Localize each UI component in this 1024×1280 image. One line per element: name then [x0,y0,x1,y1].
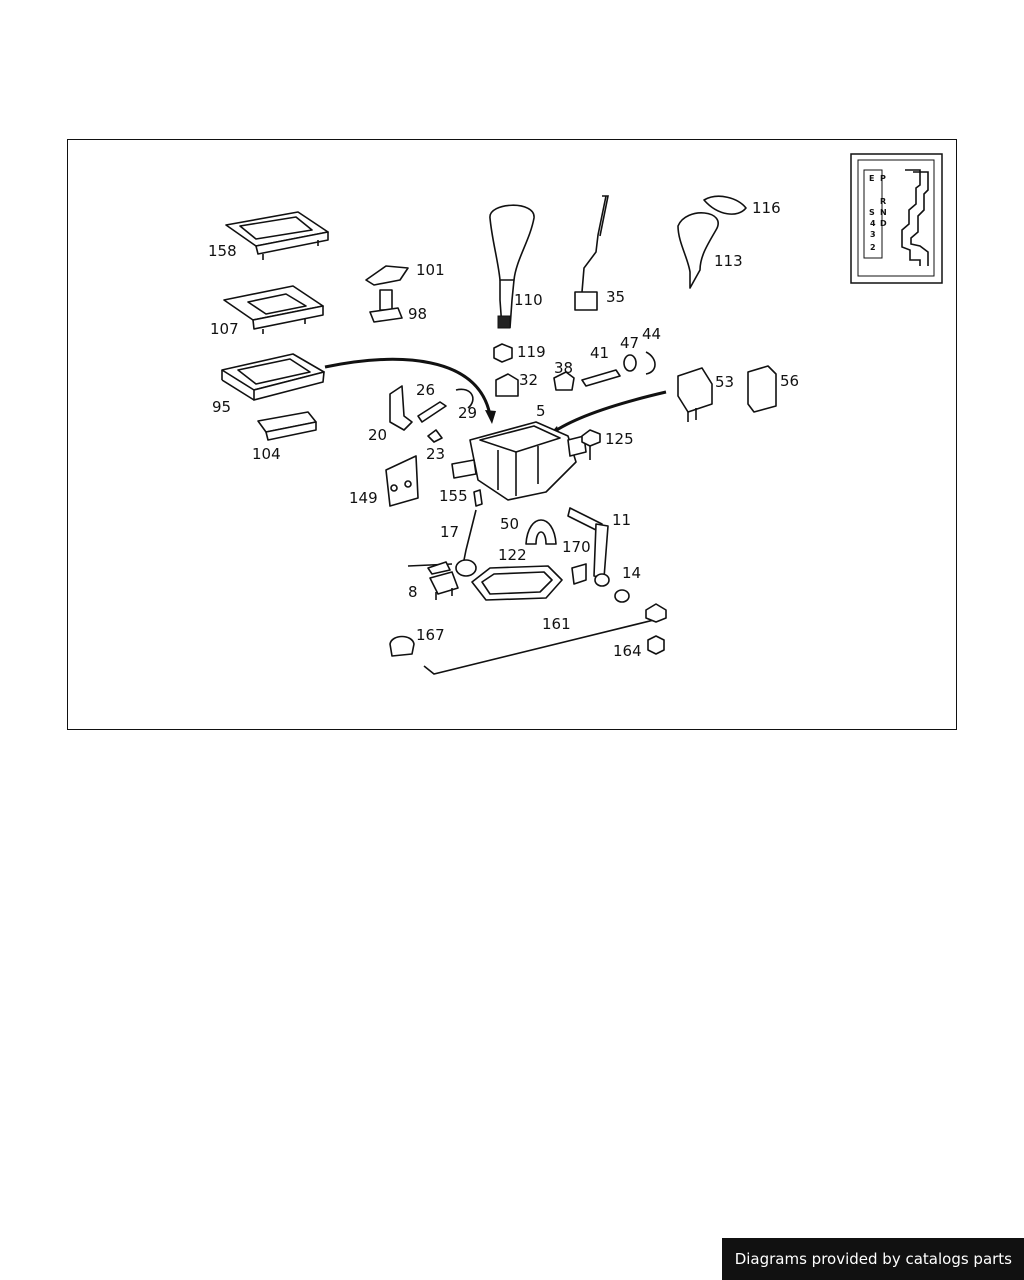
callout-95: 95 [212,398,231,416]
callout-53: 53 [715,373,734,391]
arrow-95-to-housing [324,357,492,416]
part-149-bracket [385,455,419,507]
part-125-bolt [581,429,601,460]
callout-labels: 158 107 95 104 101 98 110 35 116 113 119… [208,199,799,660]
part-161-rod [423,617,663,675]
callout-44: 44 [642,325,661,343]
part-20-lever [389,385,413,431]
callout-14: 14 [622,564,641,582]
part-5-housing [451,421,587,501]
callout-8: 8 [408,583,418,601]
gate-pos-r: R [880,197,886,206]
exploded-parts-diagram: E S P R N D 4 3 2 [208,153,943,675]
callout-56: 56 [780,372,799,390]
callout-32: 32 [519,371,538,389]
gate-slot-outline-left [901,169,921,266]
callout-101: 101 [416,261,445,279]
part-122-seal [471,565,563,601]
gate-pos-2: 2 [870,243,876,252]
callout-167: 167 [416,626,445,644]
part-158-bezel [225,211,329,260]
parts-diagram-frame: E S P R N D 4 3 2 [67,139,957,730]
part-164-nut [645,603,667,655]
part-29-clip [455,388,474,409]
part-14-bushing [614,589,630,603]
callout-149: 149 [349,489,378,507]
callout-116: 116 [752,199,781,217]
callout-155: 155 [439,487,468,505]
callout-122: 122 [498,546,527,564]
callout-41: 41 [590,344,609,362]
part-11-lever [567,507,610,587]
gate-mode-e: E [869,174,874,183]
callout-29: 29 [458,404,477,422]
part-119-nut [493,343,513,363]
gate-pos-n: N [880,208,887,217]
gate-slot-outline-right [910,171,929,266]
part-8 [429,571,459,600]
shift-gate-inset: E S P R N D 4 3 2 [850,153,943,284]
callout-98: 98 [408,305,427,323]
part-50 [525,519,557,545]
part-47-bushing [623,354,637,372]
part-41-pin [581,369,621,387]
part-104-trim [257,411,317,441]
attribution-banner: Diagrams provided by catalogs parts [721,1238,1024,1280]
callout-164: 164 [613,642,642,660]
part-98 [369,289,403,323]
part-38 [553,371,575,391]
part-155-bolt [473,489,483,507]
arrow-53-to-housing [551,390,667,435]
part-95-gate-frame [221,353,325,401]
part-110-knob [489,204,535,329]
part-101 [365,265,409,286]
part-170-clip [571,563,587,585]
part-32 [495,373,519,397]
part-107-cover [223,285,324,334]
part-53-switch [677,367,713,422]
attribution-text: Diagrams provided by catalogs parts [734,1250,1012,1268]
callout-110: 110 [514,291,543,309]
gate-pos-3: 3 [870,230,876,239]
callout-119: 119 [517,343,546,361]
part-26-pin [417,401,447,423]
gate-pos-p: P [880,174,886,183]
part-35-cable [574,195,609,311]
gate-pos-4: 4 [870,219,876,228]
part-56-switch [747,365,777,413]
callout-47: 47 [620,334,639,352]
arrow-head-95 [485,410,496,424]
callout-107: 107 [210,320,239,338]
callout-104: 104 [252,445,281,463]
callout-35: 35 [606,288,625,306]
callout-26: 26 [416,381,435,399]
callout-113: 113 [714,252,743,270]
gate-pos-d: D [880,219,887,228]
gate-label-plate [863,169,883,259]
callout-161: 161 [542,615,571,633]
gate-mode-s: S [869,208,875,217]
part-113-knob [677,212,719,289]
callout-170: 170 [562,538,591,556]
part-23 [427,429,443,443]
part-44-clip [645,351,656,375]
callout-5: 5 [536,402,546,420]
callout-17: 17 [440,523,459,541]
callout-125: 125 [605,430,634,448]
part-116 [703,195,747,215]
part-167-plug [389,635,415,657]
callout-11: 11 [612,511,631,529]
callout-23: 23 [426,445,445,463]
callout-20: 20 [368,426,387,444]
callout-38: 38 [554,359,573,377]
callout-50: 50 [500,515,519,533]
part-17-rod [407,509,477,577]
callout-158: 158 [208,242,237,260]
